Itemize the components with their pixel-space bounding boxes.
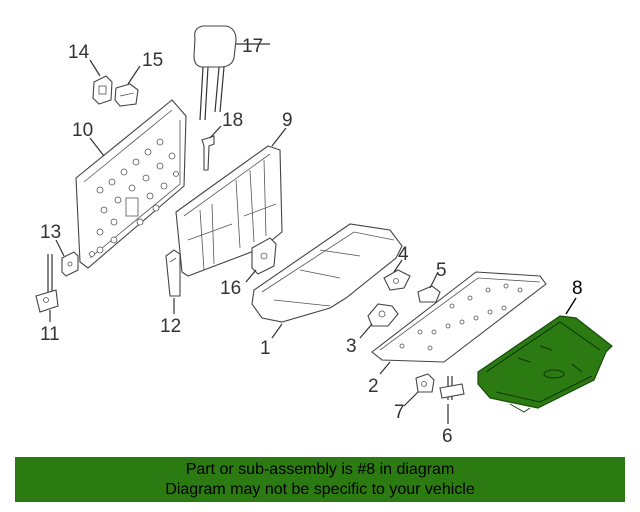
parts-diagram: 1 2 3 4 5 6 7 8 9 10 11 12 13 14 15 16 1… — [35, 25, 613, 447]
part-3-latch-mechanism — [367, 303, 399, 327]
disclaimer-banner: Part or sub-assembly is #8 in diagram Di… — [15, 457, 625, 502]
callout-3: 3 — [346, 336, 357, 357]
callout-11: 11 — [40, 324, 60, 345]
part-6-bracket-stud — [439, 376, 465, 400]
part-11-hinge — [35, 254, 59, 313]
callout-18: 18 — [222, 110, 243, 131]
part-2-seat-pan — [371, 271, 547, 363]
callout-14: 14 — [68, 42, 90, 63]
part-8-storage-tray — [477, 315, 613, 413]
part-7-clip — [415, 373, 435, 393]
part-10-seat-back-frame — [75, 99, 187, 269]
part-1-seat-cushion — [251, 223, 403, 323]
callout-15: 15 — [142, 50, 163, 71]
part-4-bracket — [383, 269, 411, 291]
part-13-bracket — [61, 251, 79, 277]
callout-7: 7 — [394, 402, 405, 423]
callout-4: 4 — [398, 244, 409, 265]
callout-2: 2 — [368, 376, 379, 397]
banner-line-part-number: Part or sub-assembly is #8 in diagram — [185, 461, 455, 478]
callout-12: 12 — [160, 316, 181, 337]
part-16-latch — [251, 237, 277, 275]
callout-17: 17 — [242, 36, 263, 57]
callout-16: 16 — [220, 278, 241, 299]
part-12-side-trim — [165, 249, 181, 297]
callout-10: 10 — [72, 120, 93, 141]
part-15-clip — [114, 83, 139, 107]
callout-8: 8 — [572, 278, 583, 299]
callout-1: 1 — [260, 338, 271, 359]
callout-9: 9 — [282, 110, 293, 131]
part-18-stud — [201, 135, 215, 171]
part-5-bracket — [417, 285, 441, 303]
part-14-clip — [92, 75, 113, 105]
banner-line-disclaimer: Diagram may not be specific to your vehi… — [165, 481, 475, 498]
callout-6: 6 — [442, 426, 453, 447]
leader-lines — [49, 43, 577, 424]
callout-5: 5 — [436, 260, 447, 281]
callout-13: 13 — [40, 222, 61, 243]
callout-labels: 1 2 3 4 5 6 7 8 9 10 11 12 13 14 15 16 1… — [40, 36, 583, 447]
part-17-headrest — [193, 25, 237, 121]
